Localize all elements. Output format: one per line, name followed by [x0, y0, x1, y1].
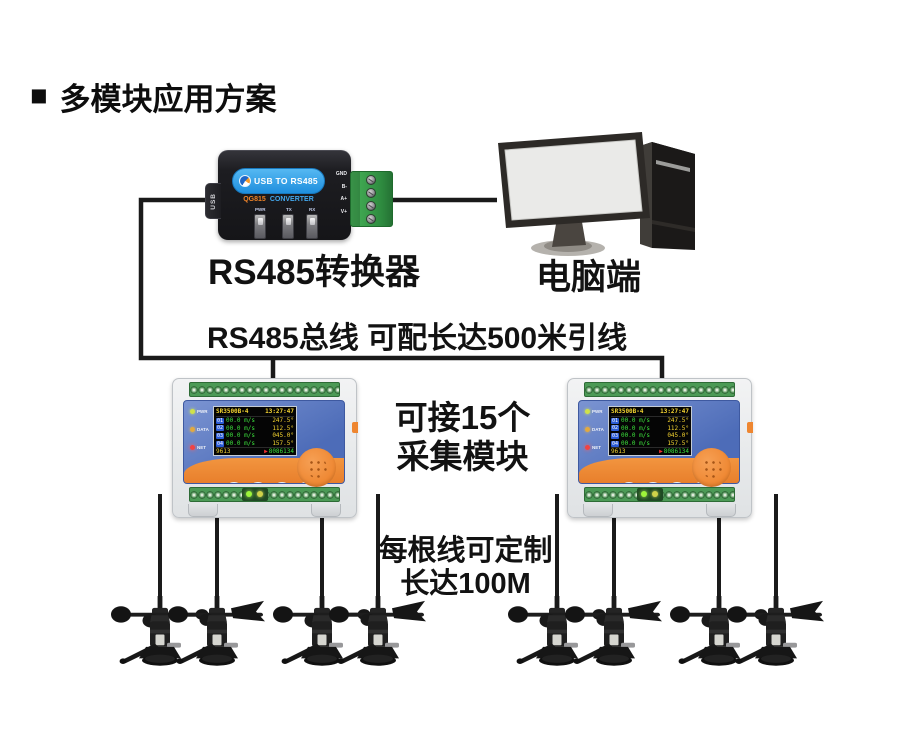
din-clip: [583, 504, 613, 517]
converter-brand: CONVERTER: [269, 196, 314, 203]
converter-model: QG815: [243, 196, 266, 203]
lcd-status-bar: 9613 ▶ 8086134: [611, 447, 689, 456]
buzzer-speaker: [297, 448, 336, 487]
buzzer-speaker: [692, 448, 731, 487]
computer-caption: 电脑端: [536, 258, 642, 297]
wind-direction-sensor: [167, 596, 267, 678]
converter-led-label-rx: RX: [309, 207, 316, 212]
capacity-note: 可接15个 采集模块: [380, 398, 545, 476]
lcd-model: SR3500B-4: [216, 408, 249, 415]
lcd-time: 13:27:47: [265, 408, 294, 415]
lcd-header: SR3500B-4 13:27:47: [611, 408, 689, 417]
converter-led-label-tx: TX: [286, 207, 292, 212]
lcd-header: SR3500B-4 13:27:47: [216, 408, 294, 417]
terminal-screw: [366, 188, 376, 198]
terminal-block: [350, 171, 393, 227]
din-clip: [311, 504, 341, 517]
side-tab: [747, 422, 753, 433]
lcd-status-bar: 9613 ▶ 8086134: [216, 447, 294, 456]
speaker-holes: [701, 457, 722, 478]
terminal-leds: [641, 491, 658, 497]
title-bullet-icon: ■: [30, 80, 48, 112]
module-led-data: DATA: [585, 427, 604, 432]
converter-led-rx: [306, 214, 318, 239]
speaker-holes: [306, 457, 327, 478]
lcd-model: SR3500B-4: [611, 408, 644, 415]
converter-caption: RS485转换器: [208, 253, 421, 292]
module-led-data: DATA: [190, 427, 209, 432]
computer-tower: [640, 142, 695, 250]
lcd-time: 13:27:47: [660, 408, 689, 415]
wind-direction-sensor: [564, 596, 664, 678]
din-clip: [188, 504, 218, 517]
capacity-note-line1: 可接15个: [394, 399, 531, 436]
wire-note-line1: 每根线可定制: [378, 535, 553, 567]
module-led-net: NET: [190, 445, 206, 450]
terminal-leds: [246, 491, 263, 497]
module-top-terminal: [189, 382, 340, 397]
converter-badge-text: USB TO RS485: [254, 176, 318, 186]
brand-logo-icon: [239, 175, 252, 187]
terminal-label-b: B-: [341, 184, 347, 190]
wind-direction-sensor: [328, 596, 428, 678]
lcd-alert-icon: ▶: [264, 448, 268, 456]
lcd-alert-icon: ▶: [659, 448, 663, 456]
module-led-net: NET: [585, 445, 601, 450]
wind-direction-sensor: [726, 596, 826, 678]
monitor: [498, 132, 650, 228]
module-led-pwr: PWR: [585, 409, 603, 414]
module-top-terminal: [584, 382, 735, 397]
computer: [498, 132, 695, 256]
side-tab: [352, 422, 358, 433]
capacity-note-line2: 采集模块: [396, 438, 529, 475]
converter-led-pwr: [254, 214, 266, 239]
terminal-label-gnd: GND: [335, 171, 347, 177]
din-clip: [706, 504, 736, 517]
converter-badge: USB TO RS485: [232, 168, 325, 194]
usb-port: USB: [205, 183, 221, 219]
converter-led-tx: [282, 214, 294, 239]
title-text: 多模块应用方案: [59, 82, 277, 117]
terminal-screw: [366, 214, 376, 224]
module-led-pwr: PWR: [190, 409, 208, 414]
terminal-screw: [366, 201, 376, 211]
usb-port-label: USB: [210, 192, 217, 210]
wire-note-line2: 长达100M: [400, 568, 531, 600]
wire-note: 每根线可定制 长达100M: [368, 535, 563, 601]
terminal-label-a: A+: [340, 196, 347, 202]
monitor-stand: [531, 222, 605, 256]
terminal-label-v: V+: [340, 209, 347, 215]
bus-caption: RS485总线 可配长达500米引线: [207, 322, 628, 355]
page-title: ■ 多模块应用方案: [30, 74, 277, 119]
terminal-screw: [366, 175, 376, 185]
converter-led-label-pwr: PWR: [255, 207, 266, 212]
